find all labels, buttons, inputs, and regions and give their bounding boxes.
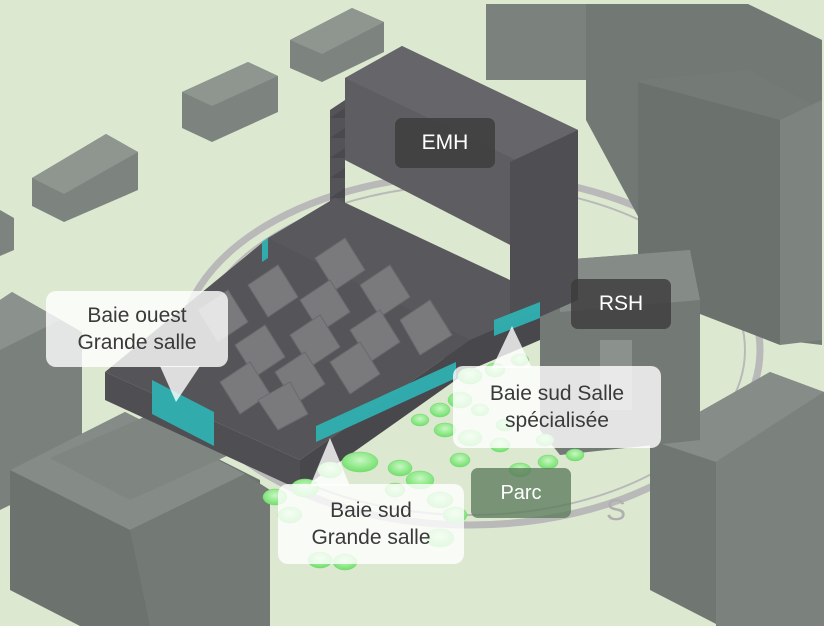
window-bands (152, 238, 540, 446)
label-emh[interactable]: EMH (395, 118, 495, 168)
label-rsh[interactable]: RSH (571, 279, 671, 329)
context-building-nw-2 (182, 62, 278, 142)
compass-south-letter: S (606, 494, 626, 527)
label-parc[interactable]: Parc (471, 468, 571, 518)
context-building-w-edge (0, 210, 14, 256)
callout-pointer-baie-sud-salle-specialisee (492, 326, 532, 368)
label-baie-sud-grande-salle[interactable]: Baie sud Grande salle (278, 484, 464, 564)
label-baie-sud-salle-specialisee-text: Baie sud Salle spécialisée (489, 382, 625, 432)
label-baie-ouest-grande-salle[interactable]: Baie ouest Grande salle (46, 291, 228, 367)
callout-pointer-baie-ouest (160, 366, 200, 402)
callout-pointer-baie-sud-grande-salle (310, 438, 350, 486)
context-building-sw (10, 410, 270, 626)
label-baie-sud-salle-specialisee[interactable]: Baie sud Salle spécialisée (453, 366, 661, 448)
label-parc-text: Parc (500, 481, 542, 504)
label-emh-text: EMH (421, 131, 469, 154)
label-rsh-text: RSH (598, 292, 644, 315)
context-building-nw-3 (32, 134, 138, 222)
context-building-nw-1 (290, 8, 384, 82)
label-baie-sud-grande-salle-text: Baie sud Grande salle (311, 499, 431, 549)
label-baie-ouest-text: Baie ouest Grande salle (77, 304, 197, 354)
